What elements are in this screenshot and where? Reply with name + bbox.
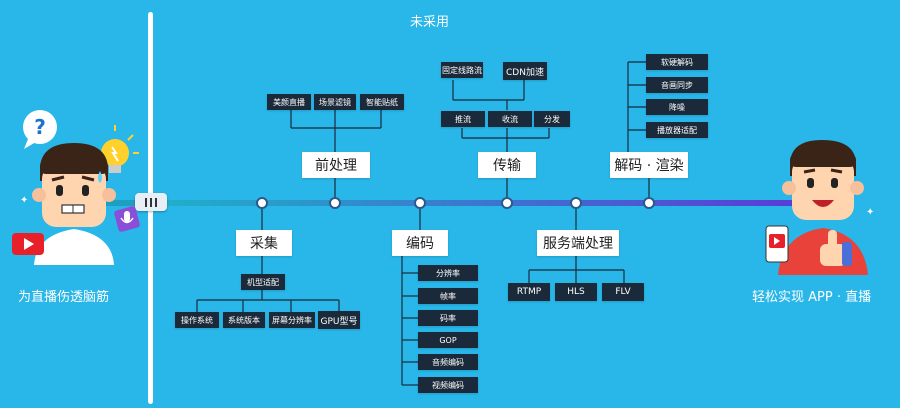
capture-sub-device-adaptation: 机型适配 [241, 274, 285, 290]
thumbs-up-icon [820, 230, 852, 266]
play-icon [12, 233, 44, 255]
capture-item-os-version: 系统版本 [223, 312, 265, 328]
happy-person-illustration: ✦ [765, 140, 874, 275]
microphone-icon [114, 206, 140, 232]
encode-item-audio-codec: 音频编码 [418, 354, 478, 370]
transport-item-push: 推流 [441, 111, 485, 127]
stage-server: 服务端处理 [537, 230, 619, 256]
encode-item-gop: GOP [418, 332, 478, 348]
stage-capture: 采集 [236, 230, 292, 256]
encode-item-resolution: 分辨率 [418, 265, 478, 281]
preprocess-item-sticker: 智能贴纸 [360, 94, 404, 110]
phone-play-icon [765, 225, 789, 263]
lightbulb-icon [101, 125, 139, 173]
decode-item-av-sync: 音画同步 [646, 77, 708, 93]
right-caption: 轻松实现 APP · 直播 [752, 290, 872, 305]
svg-text:✦: ✦ [866, 207, 874, 218]
timeline-bar-left [95, 200, 155, 206]
stage-encode: 编码 [392, 230, 448, 256]
transport-top-fixed-line: 固定线路流 [441, 62, 483, 78]
timeline-node-preprocess [329, 197, 341, 209]
encode-item-bitrate: 码率 [418, 310, 478, 326]
encode-item-video-codec: 视频编码 [418, 377, 478, 393]
preprocess-item-filter: 场景滤镜 [314, 94, 356, 110]
timeline-node-decode [643, 197, 655, 209]
server-item-hls: HLS [555, 283, 597, 301]
timeline-drag-handle[interactable] [135, 193, 167, 211]
decode-item-denoise: 降噪 [646, 99, 708, 115]
timeline-node-capture [256, 197, 268, 209]
stage-decode: 解码 · 渲染 [610, 152, 688, 178]
timeline-node-server [570, 197, 582, 209]
transport-item-distribute: 分发 [534, 111, 570, 127]
stage-preprocess: 前处理 [302, 152, 370, 178]
encode-item-framerate: 帧率 [418, 288, 478, 304]
capture-item-os: 操作系统 [175, 312, 219, 328]
timeline-bar [160, 200, 800, 206]
capture-item-resolution: 屏幕分辨率 [269, 312, 315, 328]
svg-text:?: ? [34, 115, 46, 139]
worried-person-illustration: ? [12, 110, 140, 265]
svg-text:✦: ✦ [20, 195, 28, 206]
timeline-node-encode [414, 197, 426, 209]
decode-item-hw-decode: 软硬解码 [646, 54, 708, 70]
question-bubble-icon: ? [23, 110, 57, 149]
timeline-node-transport [501, 197, 513, 209]
server-item-rtmp: RTMP [508, 283, 550, 301]
server-item-flv: FLV [602, 283, 644, 301]
preprocess-item-beauty: 美颜直播 [267, 94, 311, 110]
transport-top-cdn: CDN加速 [503, 62, 547, 80]
stage-transport: 传输 [478, 152, 536, 178]
left-caption: 为直播伤透脑筋 [18, 290, 110, 305]
decode-item-player-adapt: 播放器适配 [646, 122, 708, 138]
top-label: 未采用 [410, 15, 450, 30]
capture-item-gpu: GPU型号 [318, 311, 360, 329]
transport-item-pull: 收流 [488, 111, 532, 127]
